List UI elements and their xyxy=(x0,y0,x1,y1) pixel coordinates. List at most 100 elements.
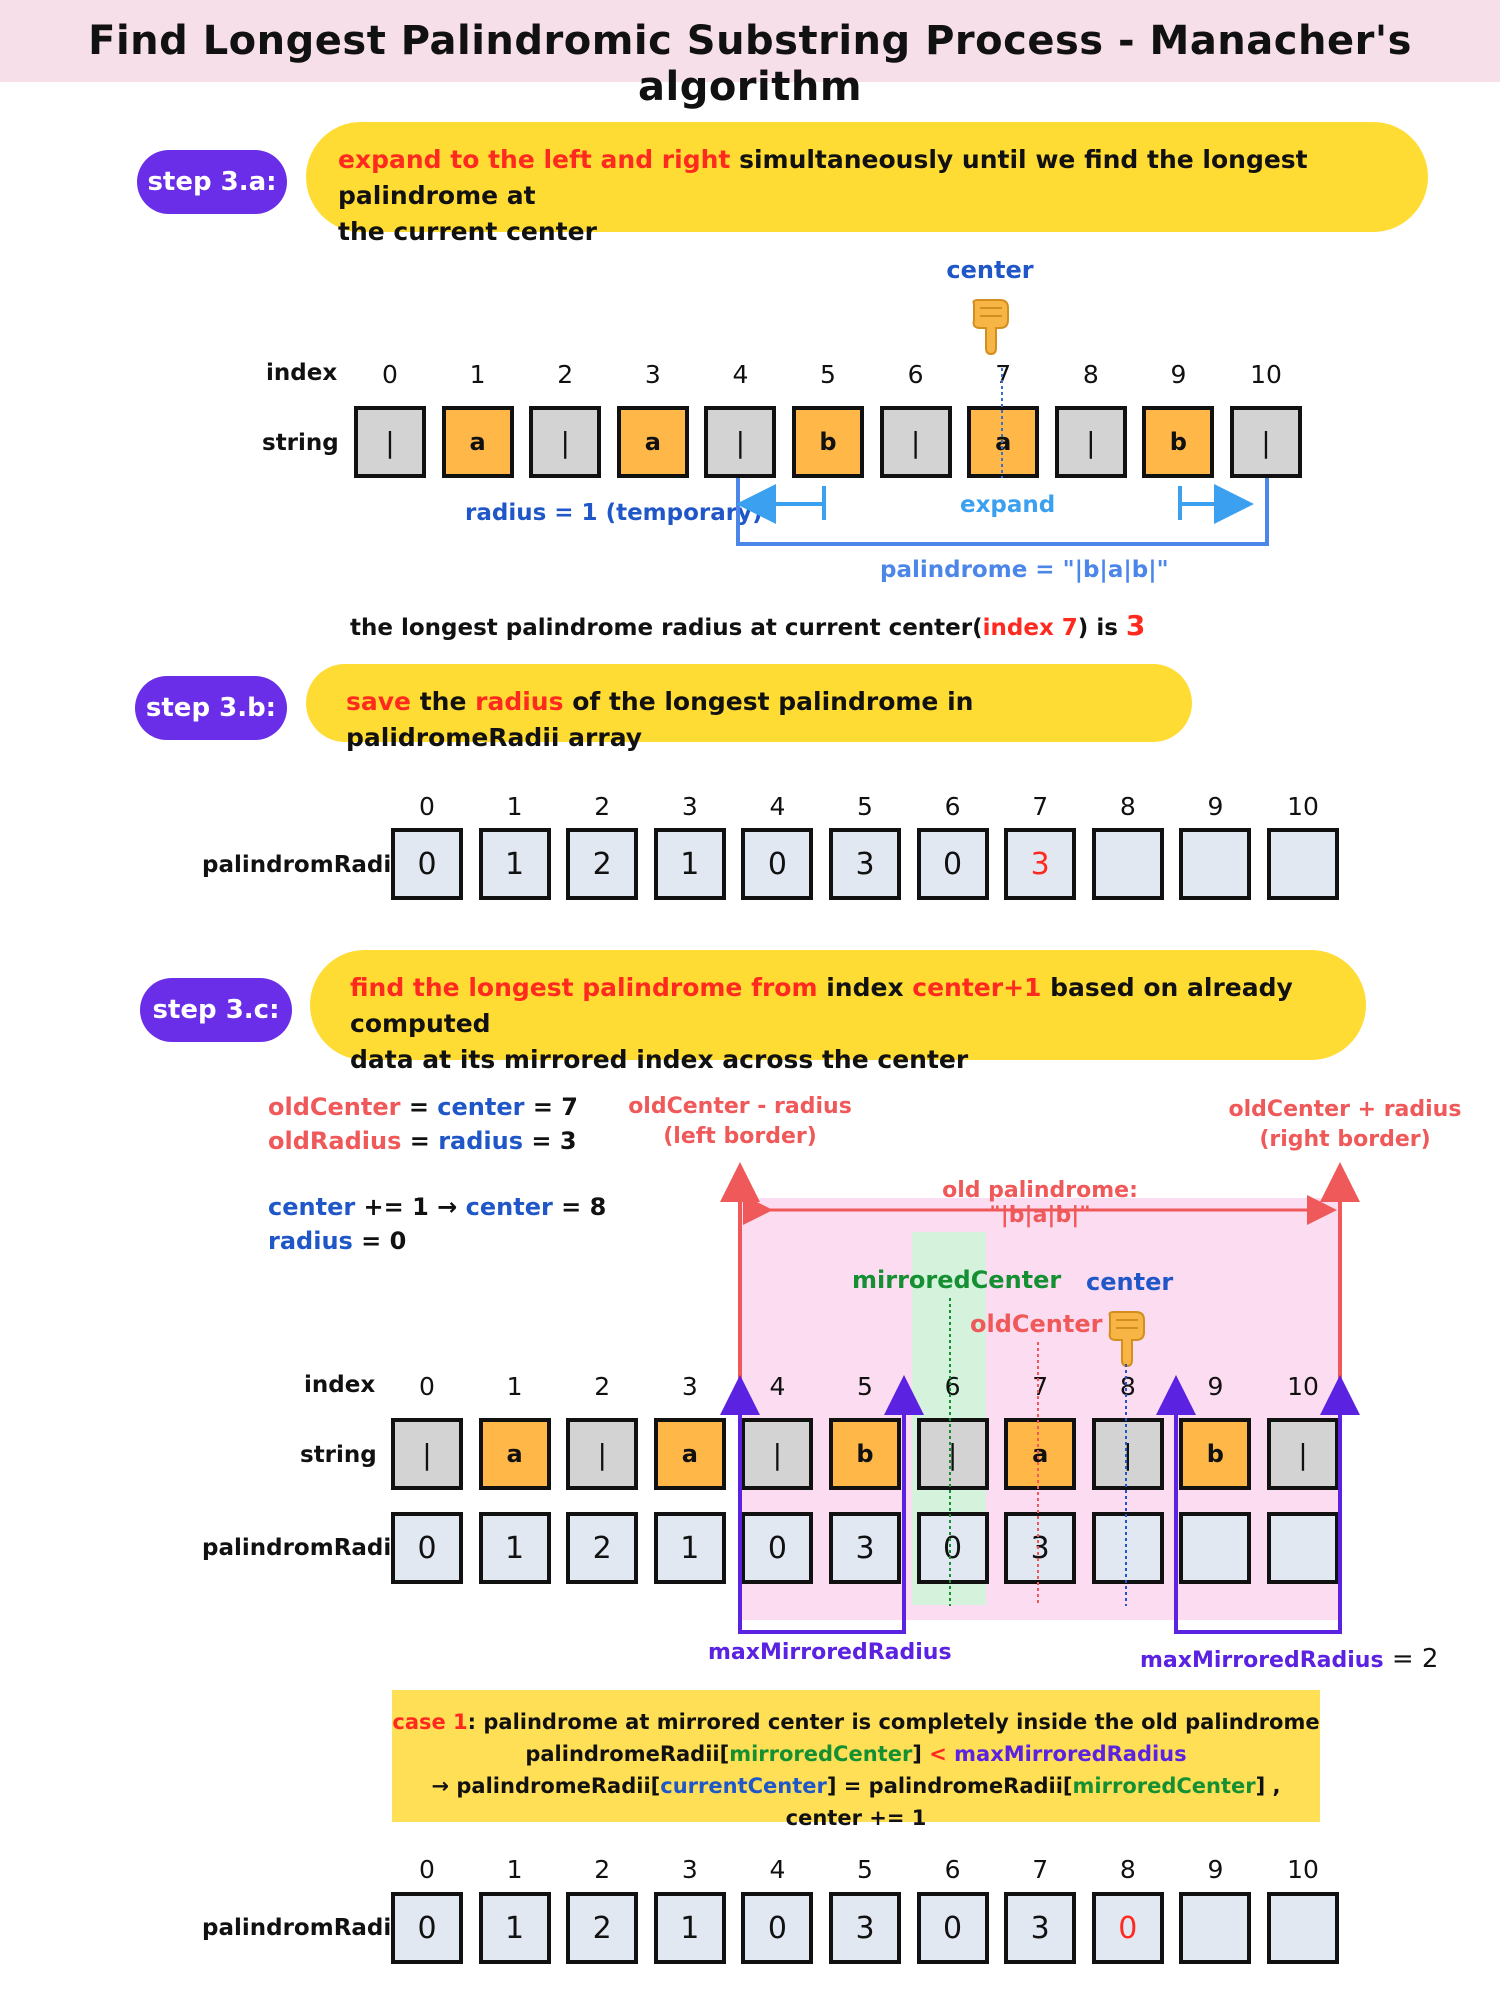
step-3c-description: find the longest palindrome from index c… xyxy=(310,950,1366,1074)
step-3b-description: save the radius of the longest palindrom… xyxy=(306,664,1192,752)
radius-cell-7: 3 xyxy=(1004,828,1077,900)
case-line-3: → palindromeRadii[currentCenter] = palin… xyxy=(431,1774,1281,1830)
radius-cell-1: 1 xyxy=(478,828,551,900)
index-4: 4 xyxy=(769,1372,786,1401)
radius-cell-9 xyxy=(1179,1892,1252,1964)
index-7: 7 xyxy=(1032,792,1049,821)
radius-cell-6: 0 xyxy=(916,1512,989,1584)
radius-cell-1: 1 xyxy=(478,1892,551,1964)
index-10: 10 xyxy=(1287,1855,1319,1884)
radius-cell-4: 0 xyxy=(741,1892,814,1964)
case-line-2: palindromeRadii[mirroredCenter] < maxMir… xyxy=(525,1742,1187,1766)
radius-cell-4: 0 xyxy=(741,828,814,900)
radii-row-label-c: palindromRadii xyxy=(202,1535,400,1561)
index-row-label-c: index xyxy=(304,1372,376,1398)
index-5: 5 xyxy=(857,1855,873,1884)
radius-note: radius = 1 (temporary) xyxy=(465,500,763,526)
index-1: 1 xyxy=(506,792,523,821)
radius-cell-9 xyxy=(1179,828,1252,900)
index-5: 5 xyxy=(857,792,873,821)
old-center-label: oldCenter xyxy=(970,1310,1103,1338)
index-3: 3 xyxy=(681,792,698,821)
index-5: 5 xyxy=(820,360,836,389)
char-cell-7: a xyxy=(1004,1418,1077,1490)
max-mirrored-radius-right-label: maxMirroredRadius xyxy=(1140,1648,1384,1673)
radius-cell-5: 3 xyxy=(829,1892,901,1964)
radius-cell-9 xyxy=(1179,1512,1252,1584)
index-1: 1 xyxy=(506,1372,523,1401)
index-9: 9 xyxy=(1207,1372,1224,1401)
radius-cell-8: 0 xyxy=(1091,1892,1164,1964)
summary-index: index 7 xyxy=(982,615,1078,641)
char-cell-5: b xyxy=(829,1418,901,1490)
case-1-box: case 1: palindrome at mirrored center is… xyxy=(392,1690,1320,1830)
mirrored-center-label: mirroredCenter xyxy=(852,1266,1062,1294)
step-3c-text-1: index xyxy=(817,973,913,1002)
string-row-label-c: string xyxy=(300,1442,377,1468)
index-2: 2 xyxy=(594,792,611,821)
radii-row-label-final: palindromRadii xyxy=(202,1915,400,1941)
char-cell-6: | xyxy=(879,406,952,478)
step-3a-text: simultaneously until we find the longest… xyxy=(338,145,1308,210)
title-bar xyxy=(0,0,1500,82)
radius-cell-10 xyxy=(1267,1512,1339,1584)
index-10: 10 xyxy=(1287,792,1319,821)
summary-radius-value: 3 xyxy=(1125,609,1146,642)
radius-cell-0: 0 xyxy=(391,1512,463,1584)
index-10: 10 xyxy=(1250,360,1282,389)
char-cell-2: | xyxy=(566,1418,639,1490)
char-cell-0: | xyxy=(391,1418,463,1490)
char-cell-6: | xyxy=(916,1418,989,1490)
max-mirrored-bracket-left xyxy=(738,1400,906,1634)
index-8: 8 xyxy=(1119,1372,1136,1401)
radius-cell-7: 3 xyxy=(1004,1512,1077,1584)
radius-cell-8 xyxy=(1091,1512,1164,1584)
char-cell-4: | xyxy=(741,1418,814,1490)
radius-cell-0: 0 xyxy=(391,828,463,900)
step-3c-text-2: based on already computed xyxy=(350,973,1293,1038)
step-3a-text-highlight: expand to the left and right xyxy=(338,145,731,174)
index-0: 0 xyxy=(419,1372,435,1401)
radius-cell-2: 2 xyxy=(566,828,639,900)
radius-cell-2: 2 xyxy=(566,1512,639,1584)
max-mirrored-radius-right-value: = 2 xyxy=(1383,1644,1439,1674)
char-cell-8: | xyxy=(1054,406,1127,478)
radius-cell-3: 1 xyxy=(653,1892,726,1964)
var-line-2: oldRadius = radius = 3 xyxy=(268,1127,577,1155)
index-7: 7 xyxy=(995,360,1012,389)
index-5: 5 xyxy=(857,1372,873,1401)
radius-cell-0: 0 xyxy=(391,1892,463,1964)
index-10: 10 xyxy=(1287,1372,1319,1401)
summary-text-1: the longest palindrome radius at current… xyxy=(350,615,983,641)
index-4: 4 xyxy=(732,360,749,389)
char-cell-1: a xyxy=(478,1418,551,1490)
max-mirrored-radius-left: maxMirroredRadius xyxy=(708,1640,952,1665)
step-3c-variables: oldCenter = center = 7 oldRadius = radiu… xyxy=(268,1090,606,1258)
step-3a-label: step 3.a: xyxy=(137,150,287,214)
index-6: 6 xyxy=(944,792,961,821)
index-7: 7 xyxy=(1032,1855,1049,1884)
index-0: 0 xyxy=(419,792,435,821)
char-cell-3: a xyxy=(653,1418,726,1490)
index-6: 6 xyxy=(944,1372,961,1401)
pointing-down-hand-icon xyxy=(966,298,1014,360)
char-cell-1: a xyxy=(441,406,514,478)
radius-cell-7: 3 xyxy=(1004,1892,1077,1964)
char-cell-9: b xyxy=(1142,406,1215,478)
index-1: 1 xyxy=(469,360,486,389)
index-6: 6 xyxy=(907,360,924,389)
index-4: 4 xyxy=(769,1855,786,1884)
index-1: 1 xyxy=(506,1855,523,1884)
index-3: 3 xyxy=(681,1372,698,1401)
center-label: center xyxy=(946,256,1034,284)
index-4: 4 xyxy=(769,792,786,821)
index-9: 9 xyxy=(1207,1855,1224,1884)
var-line-1: oldCenter = center = 7 xyxy=(268,1093,579,1121)
center-label-c: center xyxy=(1086,1268,1174,1296)
char-cell-5: b xyxy=(792,406,864,478)
step-3b-save: save xyxy=(346,687,412,716)
palindrome-label: palindrome = "|b|a|b|" xyxy=(880,557,1169,583)
index-row-label-a: index xyxy=(266,360,338,386)
radii-row-label-b: palindromRadii xyxy=(202,852,400,878)
step-3b-label: step 3.b: xyxy=(135,676,287,740)
